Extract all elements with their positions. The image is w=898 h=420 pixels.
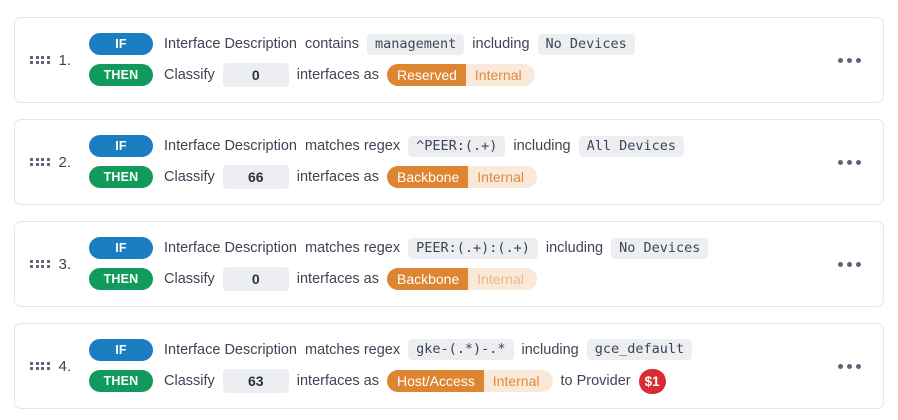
rule-handle-column: 1. <box>15 52 87 69</box>
classification-badge[interactable]: Backbone Internal <box>386 268 537 290</box>
interface-count[interactable]: 0 <box>222 267 289 291</box>
rule-index: 3. <box>58 255 72 273</box>
rule-card[interactable]: 2. IF Interface Description matches rege… <box>14 119 884 205</box>
condition-field[interactable]: Interface Description <box>164 36 297 52</box>
rule-index: 2. <box>58 153 72 171</box>
if-pill: IF <box>89 338 153 361</box>
classification-badge[interactable]: Host/Access Internal <box>386 370 553 392</box>
condition-scope[interactable]: All Devices <box>578 135 685 157</box>
drag-handle-icon[interactable] <box>30 55 50 65</box>
rule-index: 1. <box>58 51 72 69</box>
condition-operator[interactable]: matches regex <box>304 341 401 358</box>
condition-scope[interactable]: No Devices <box>611 237 709 259</box>
if-pill: IF <box>89 33 153 55</box>
condition-pattern[interactable]: PEER:(.+):(.+) <box>408 237 538 259</box>
rule-body: IF Interface Description matches regex ^… <box>87 135 824 189</box>
interfaces-as-label: interfaces as <box>296 271 379 287</box>
including-label: including <box>513 138 571 154</box>
condition-field[interactable]: Interface Description <box>164 240 297 256</box>
rule-condition-line: IF Interface Description matches regex P… <box>89 237 824 259</box>
rule-action-line: THEN Classify 0 interfaces as Reserved I… <box>89 63 824 87</box>
ellipsis-horizontal-icon[interactable] <box>824 252 883 277</box>
rule-handle-column: 4. <box>15 358 87 375</box>
interface-count[interactable]: 0 <box>222 63 289 87</box>
rule-body: IF Interface Description contains manage… <box>87 33 824 87</box>
classification-badge[interactable]: Reserved Internal <box>386 64 535 86</box>
condition-field[interactable]: Interface Description <box>164 138 297 154</box>
interfaces-as-label: interfaces as <box>296 373 379 389</box>
rule-action-line: THEN Classify 66 interfaces as Backbone … <box>89 165 824 189</box>
condition-pattern[interactable]: ^PEER:(.+) <box>408 135 506 157</box>
drag-handle-icon[interactable] <box>30 157 50 167</box>
rule-card[interactable]: 3. IF Interface Description matches rege… <box>14 221 884 307</box>
classification-rules-list: 1. IF Interface Description contains man… <box>14 17 884 409</box>
including-label: including <box>521 341 579 358</box>
including-label: including <box>472 36 530 52</box>
classification-subcategory: Internal <box>477 271 524 287</box>
classification-badge[interactable]: Backbone Internal <box>386 166 537 188</box>
interfaces-as-label: interfaces as <box>296 169 379 185</box>
classify-label: Classify <box>164 271 215 287</box>
classify-label: Classify <box>164 67 215 83</box>
interfaces-as-label: interfaces as <box>296 67 379 83</box>
rule-handle-column: 2. <box>15 154 87 171</box>
condition-operator[interactable]: contains <box>304 36 359 52</box>
then-pill: THEN <box>89 64 153 86</box>
then-pill: THEN <box>89 268 153 290</box>
classify-label: Classify <box>164 169 215 185</box>
rule-handle-column: 3. <box>15 256 87 273</box>
classification-category: Backbone <box>386 166 469 188</box>
classify-label: Classify <box>164 373 215 389</box>
rule-condition-line: IF Interface Description contains manage… <box>89 33 824 55</box>
including-label: including <box>545 240 604 256</box>
if-pill: IF <box>89 237 153 259</box>
interface-count[interactable]: 63 <box>222 369 289 393</box>
ellipsis-horizontal-icon[interactable] <box>824 150 883 175</box>
rule-condition-line: IF Interface Description matches regex ^… <box>89 135 824 157</box>
rule-index: 4. <box>58 357 72 375</box>
condition-field[interactable]: Interface Description <box>164 341 297 358</box>
rule-card[interactable]: 1. IF Interface Description contains man… <box>14 17 884 103</box>
drag-handle-icon[interactable] <box>30 361 50 371</box>
condition-scope[interactable]: No Devices <box>537 33 635 55</box>
then-pill: THEN <box>89 166 153 188</box>
rule-action-line: THEN Classify 0 interfaces as Backbone I… <box>89 267 824 291</box>
classification-subcategory: Internal <box>477 169 524 185</box>
ellipsis-horizontal-icon[interactable] <box>824 354 883 379</box>
provider-value-badge[interactable]: $1 <box>638 368 666 394</box>
condition-operator[interactable]: matches regex <box>304 138 401 154</box>
interface-count[interactable]: 66 <box>222 165 289 189</box>
drag-handle-icon[interactable] <box>30 259 50 269</box>
rule-body: IF Interface Description matches regex P… <box>87 237 824 291</box>
classification-category: Backbone <box>386 268 469 290</box>
provider-label: to Provider <box>560 373 631 389</box>
classification-subcategory: Internal <box>474 67 522 83</box>
condition-pattern[interactable]: management <box>367 33 465 55</box>
condition-operator[interactable]: matches regex <box>304 240 401 256</box>
classification-subcategory: Internal <box>492 373 540 389</box>
then-pill: THEN <box>89 370 153 392</box>
ellipsis-horizontal-icon[interactable] <box>824 48 883 73</box>
condition-scope[interactable]: gce_default <box>586 339 693 360</box>
condition-pattern[interactable]: gke-(.*)-.* <box>408 339 514 360</box>
rule-condition-line: IF Interface Description matches regex g… <box>89 338 824 361</box>
rule-body: IF Interface Description matches regex g… <box>87 338 824 394</box>
classification-category: Host/Access <box>386 370 484 392</box>
classification-category: Reserved <box>386 64 466 86</box>
if-pill: IF <box>89 135 153 157</box>
rule-action-line: THEN Classify 63 interfaces as Host/Acce… <box>89 368 824 394</box>
rule-card[interactable]: 4. IF Interface Description matches rege… <box>14 323 884 409</box>
